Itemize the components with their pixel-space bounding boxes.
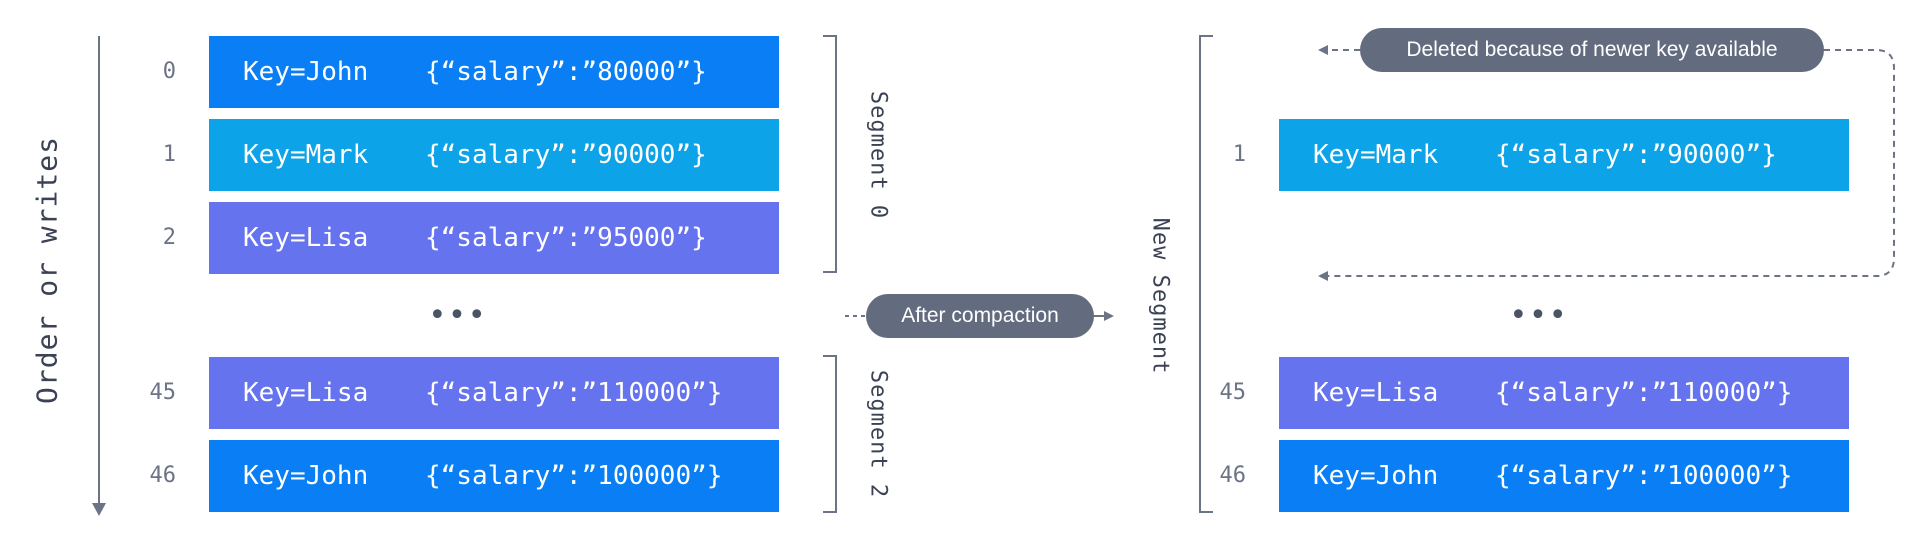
record-offset: 46 bbox=[149, 463, 177, 488]
record-value: {“salary”:”80000”} bbox=[425, 57, 707, 87]
log-record: Key=John {“salary”:”100000”} bbox=[209, 440, 779, 512]
record-value: {“salary”:”90000”} bbox=[1495, 140, 1777, 170]
record-key: Key=Lisa bbox=[1313, 378, 1439, 408]
deleted-arrow-bottom-head bbox=[1318, 271, 1328, 281]
log-record: Key=John {“salary”:”100000”} bbox=[1279, 440, 1849, 512]
deleted-note-badge: Deleted because of newer key available bbox=[1360, 28, 1824, 72]
log-record: Key=Mark {“salary”:”90000”} bbox=[209, 119, 779, 191]
log-record: Key=John {“salary”:”80000”} bbox=[209, 36, 779, 108]
record-value: {“salary”:”110000”} bbox=[1495, 378, 1793, 408]
record-offset: 45 bbox=[1219, 380, 1247, 405]
record-value: {“salary”:”100000”} bbox=[425, 461, 723, 491]
record-offset: 46 bbox=[1219, 463, 1247, 488]
record-value: {“salary”:”100000”} bbox=[1495, 461, 1793, 491]
ellipsis: ••• bbox=[428, 298, 488, 333]
record-key: Key=Mark bbox=[1313, 140, 1439, 170]
record-offset: 2 bbox=[162, 225, 176, 250]
segment-2-label: Segment 2 bbox=[865, 369, 891, 499]
write-order-axis-arrowhead bbox=[92, 503, 106, 516]
record-key: Key=John bbox=[243, 461, 369, 491]
record-value: {“salary”:”110000”} bbox=[425, 378, 723, 408]
new-segment-label: New Segment bbox=[1147, 217, 1173, 375]
record-key: Key=Lisa bbox=[243, 378, 369, 408]
segment-2-bracket bbox=[823, 355, 837, 513]
record-key: Key=Lisa bbox=[243, 223, 369, 253]
segment-0-bracket bbox=[823, 35, 837, 273]
segment-0-label: Segment 0 bbox=[865, 90, 891, 220]
write-order-axis-label: Order or writes bbox=[30, 136, 64, 404]
log-record: Key=Lisa {“salary”:”110000”} bbox=[1279, 357, 1849, 429]
record-offset: 45 bbox=[149, 380, 177, 405]
ellipsis: ••• bbox=[1509, 298, 1569, 333]
record-key: Key=Mark bbox=[243, 140, 369, 170]
record-value: {“salary”:”95000”} bbox=[425, 223, 707, 253]
log-record: Key=Lisa {“salary”:”110000”} bbox=[209, 357, 779, 429]
log-record: Key=Mark {“salary”:”90000”} bbox=[1279, 119, 1849, 191]
record-key: Key=John bbox=[1313, 461, 1439, 491]
record-offset: 1 bbox=[1232, 142, 1246, 167]
record-key: Key=John bbox=[243, 57, 369, 87]
log-record: Key=Lisa {“salary”:”95000”} bbox=[209, 202, 779, 274]
deleted-loop-path bbox=[1320, 49, 1895, 277]
new-segment-bracket bbox=[1199, 35, 1213, 513]
record-offset: 0 bbox=[162, 59, 176, 84]
record-offset: 1 bbox=[162, 142, 176, 167]
after-compaction-badge: After compaction bbox=[866, 294, 1094, 338]
record-value: {“salary”:”90000”} bbox=[425, 140, 707, 170]
